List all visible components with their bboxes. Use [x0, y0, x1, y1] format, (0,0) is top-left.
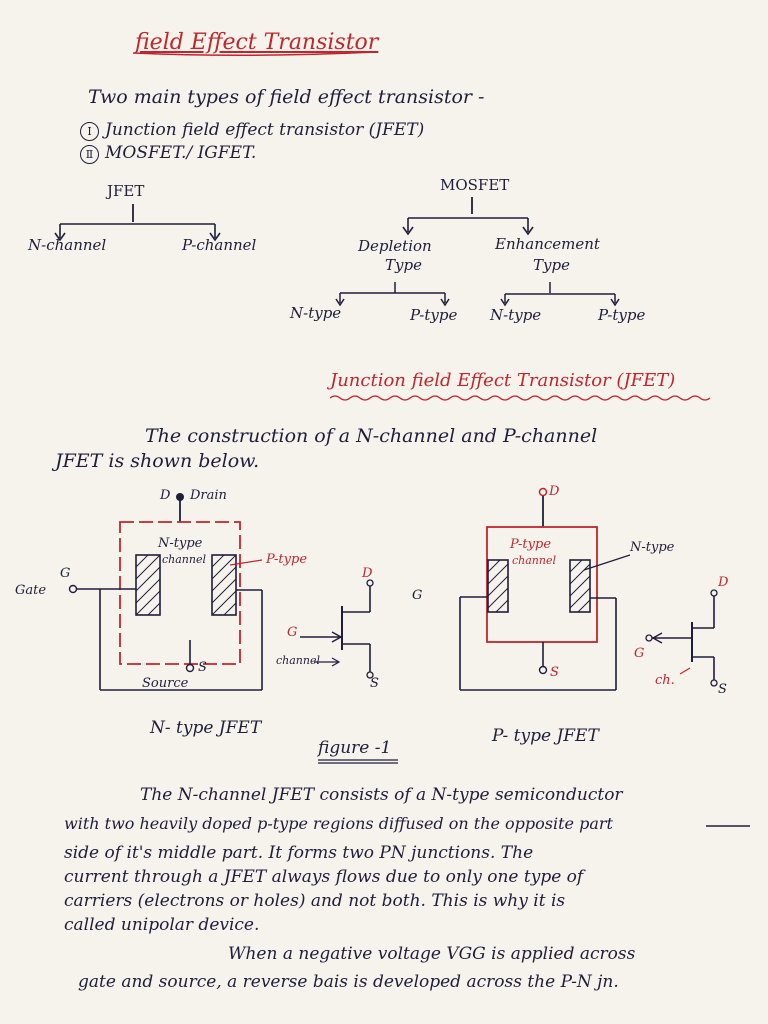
n-s-label: S	[198, 660, 207, 675]
tree-depletion: Depletion	[358, 237, 432, 255]
n-drain-d: D	[160, 488, 171, 503]
paragraph-line-5: carriers (electrons or holes) and not bo…	[64, 891, 566, 911]
type-item-1-text: Junction field effect transistor (JFET)	[105, 120, 425, 140]
page-title: field Effect Transistor	[135, 30, 379, 55]
n-source-label: Source	[142, 676, 189, 691]
construction-line-2: JFET is shown below.	[55, 450, 260, 472]
n-caption: N- type JFET	[150, 718, 262, 738]
p-channel-label-1: P-type	[510, 537, 552, 552]
n-sym-d: D	[362, 566, 373, 581]
p-ntype-label: N-type	[630, 540, 675, 555]
paragraph2-line-1: When a negative voltage VGG is applied a…	[228, 944, 636, 964]
tree-enhancement-type: Type	[533, 256, 570, 274]
tree-enhancement: Enhancement	[495, 235, 600, 253]
p-sym-s: S	[718, 682, 727, 697]
p-s-label: S	[550, 665, 559, 680]
tree-leaf-4: P-type	[598, 306, 646, 324]
n-channel-label-2: channel	[162, 553, 206, 566]
paragraph-line-2: with two heavily doped p-type regions di…	[64, 814, 613, 833]
n-gate-label: Gate	[15, 583, 47, 598]
tree-p-channel: P-channel	[182, 236, 257, 254]
type-item-2: Ⅱ MOSFET./ IGFET.	[80, 143, 256, 164]
p-sym-ch: ch.	[655, 673, 675, 688]
number-circle-2: Ⅱ	[80, 145, 99, 164]
number-circle-1: Ⅰ	[80, 122, 99, 141]
paragraph-line-1: The N-channel JFET consists of a N-type …	[140, 785, 623, 805]
tree-leaf-1: N-type	[290, 304, 342, 322]
n-sym-s: S	[370, 676, 379, 691]
tree-leaf-3: N-type	[490, 306, 542, 324]
section-title: Junction field Effect Transistor (JFET)	[330, 370, 676, 391]
n-channel-label-1: N-type	[158, 536, 203, 551]
paragraph-line-6: called unipolar device.	[64, 915, 260, 935]
construction-line-1: The construction of a N-channel and P-ch…	[145, 425, 598, 447]
p-sym-d: D	[718, 575, 729, 590]
paragraph-line-3: side of it's middle part. It forms two P…	[64, 843, 534, 863]
p-caption: P- type JFET	[492, 726, 599, 746]
p-g-label: G	[412, 588, 423, 603]
n-drain-label: Drain	[190, 488, 227, 503]
tree-mosfet: MOSFET	[440, 176, 510, 194]
tree-n-channel: N-channel	[28, 236, 107, 254]
tree-leaf-2: P-type	[410, 306, 458, 324]
n-sym-channel: channel	[276, 654, 320, 667]
n-ptype-label: P-type	[266, 552, 308, 567]
tree-jfet: JFET	[107, 182, 145, 200]
figure-label: figure -1	[318, 738, 392, 758]
p-d-label: D	[549, 484, 560, 499]
type-item-1: Ⅰ Junction field effect transistor (JFET)	[80, 120, 424, 141]
n-g-label: G	[60, 566, 71, 581]
type-item-2-text: MOSFET./ IGFET.	[105, 143, 257, 163]
paragraph-line-4: current through a JFET always flows due …	[64, 867, 584, 887]
p-sym-g: G	[634, 646, 645, 661]
intro-line: Two main types of field effect transisto…	[88, 86, 485, 108]
paragraph2-line-2: gate and source, a reverse bais is devel…	[78, 972, 619, 992]
tree-depletion-type: Type	[385, 256, 422, 274]
n-sym-g: G	[287, 625, 298, 640]
p-channel-label-2: channel	[512, 554, 556, 567]
